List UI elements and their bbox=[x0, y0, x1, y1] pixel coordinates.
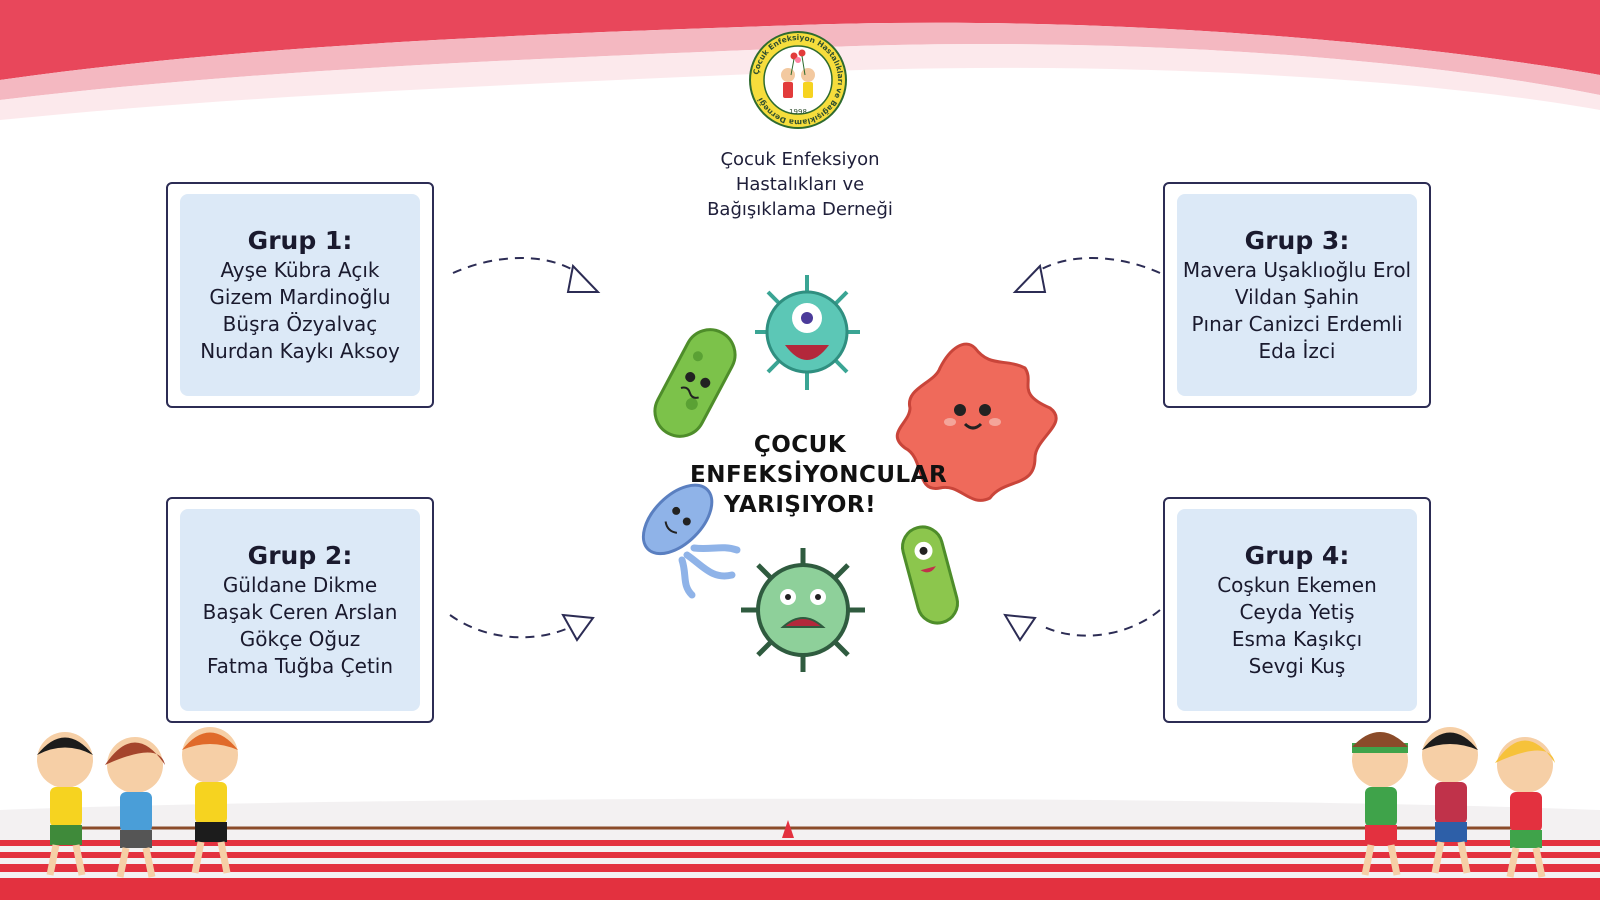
group-member: Büşra Özyalvaç bbox=[222, 311, 378, 336]
group-member: Sevgi Kuş bbox=[1248, 653, 1346, 678]
center-title: ÇOCUK ENFEKSİYONCULAR YARIŞIYOR! bbox=[690, 432, 948, 518]
germ-red-amoeba-icon bbox=[895, 342, 1058, 502]
germ-small-green-icon bbox=[900, 525, 960, 625]
organization-name: Çocuk Enfeksiyon Hastalıkları ve Bağışık… bbox=[707, 149, 893, 220]
group-card-3: Grup 3: Mavera Uşaklıoğlu Erol Vildan Şa… bbox=[1163, 182, 1431, 408]
group-member: Nurdan Kaykı Aksoy bbox=[200, 338, 400, 363]
group-title: Grup 1: bbox=[247, 225, 353, 255]
group-member: Mavera Uşaklıoğlu Erol bbox=[1182, 257, 1412, 282]
dashed-arrow-icon bbox=[1003, 609, 1161, 642]
group-member: Fatma Tuğba Çetin bbox=[206, 653, 394, 678]
group-member: Başak Ceren Arslan bbox=[202, 599, 398, 624]
group-card-2: Grup 2: Güldane Dikme Başak Ceren Arslan… bbox=[166, 497, 434, 723]
dashed-arrow-icon bbox=[449, 613, 595, 642]
group-member: Ceyda Yetiş bbox=[1239, 599, 1355, 624]
group-member: Pınar Canizci Erdemli bbox=[1191, 311, 1403, 336]
germ-green-virus-icon bbox=[741, 548, 865, 672]
group-member: Güldane Dikme bbox=[222, 572, 378, 597]
group-member: Coşkun Ekemen bbox=[1217, 572, 1377, 597]
germ-blue-bacterium-icon bbox=[641, 483, 741, 599]
group-card-1: Grup 1: Ayşe Kübra Açık Gizem Mardinoğlu… bbox=[166, 182, 434, 408]
group-card-4: Grup 4: Coşkun Ekemen Ceyda Yetiş Esma K… bbox=[1163, 497, 1431, 723]
group-member: Eda İzci bbox=[1258, 338, 1336, 363]
group-title: Grup 4: bbox=[1244, 540, 1350, 570]
dashed-arrow-icon bbox=[452, 257, 601, 293]
header-wave bbox=[0, 0, 1600, 121]
germ-green-bacillus-icon bbox=[653, 328, 737, 438]
group-member: Esma Kaşıkçı bbox=[1231, 626, 1363, 651]
group-title: Grup 3: bbox=[1244, 225, 1350, 255]
germ-teal-virus-icon bbox=[755, 275, 860, 390]
kids-pulling-rope-left bbox=[37, 727, 238, 878]
group-member: Vildan Şahin bbox=[1234, 284, 1360, 309]
group-title: Grup 2: bbox=[247, 540, 353, 570]
bottom-track bbox=[0, 798, 1600, 900]
organization-logo: Çocuk Enfeksiyon Hastalıkları ve Bağışık… bbox=[749, 31, 847, 129]
svg-text:1998: 1998 bbox=[789, 108, 807, 116]
kids-pulling-rope-right bbox=[1352, 727, 1555, 878]
group-member: Gökçe Oğuz bbox=[239, 626, 361, 651]
group-member: Ayşe Kübra Açık bbox=[220, 257, 380, 282]
group-member: Gizem Mardinoğlu bbox=[209, 284, 391, 309]
dashed-arrow-icon bbox=[1012, 257, 1161, 293]
